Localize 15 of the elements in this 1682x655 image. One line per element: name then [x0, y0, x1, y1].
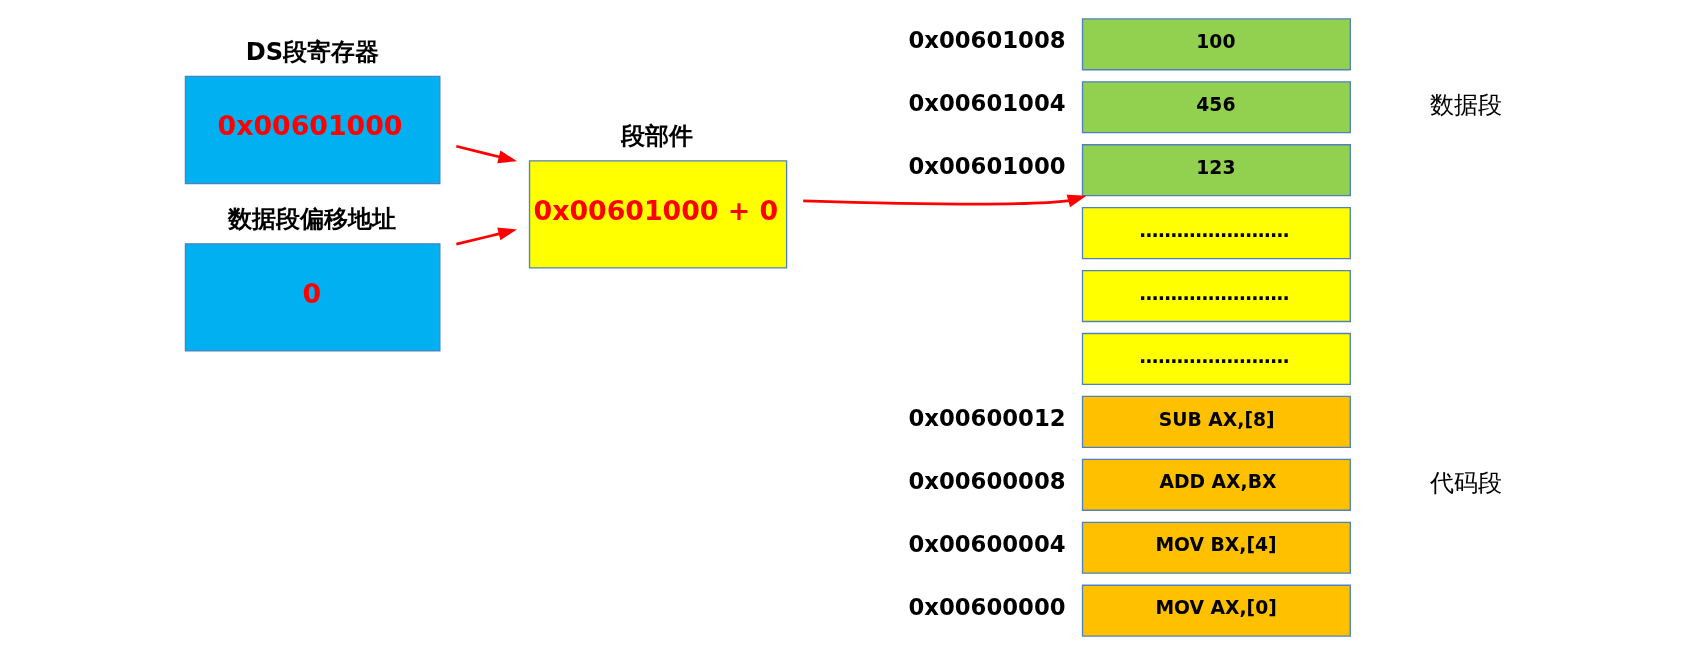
node-label: 0x00601004 [907, 90, 1066, 117]
node-label: 0x00600000 [907, 593, 1066, 620]
node-label: 0x00600008 [907, 467, 1066, 494]
node-label: 0x00600004 [907, 530, 1066, 557]
arrow [455, 227, 517, 246]
node-label: 0x00601000 [907, 153, 1066, 180]
label: 数据段 [1429, 91, 1502, 120]
node-label: 0x00600012 [907, 405, 1066, 432]
label: 代码段 [1429, 468, 1502, 497]
node-label: 0x00601008 [907, 27, 1066, 54]
arrow [802, 194, 1086, 208]
node-label: DS段寄存器 [245, 37, 379, 66]
node-label: 段部件 [620, 121, 693, 150]
node-label: 数据段偏移地址 [227, 204, 396, 233]
arrow [455, 145, 517, 164]
